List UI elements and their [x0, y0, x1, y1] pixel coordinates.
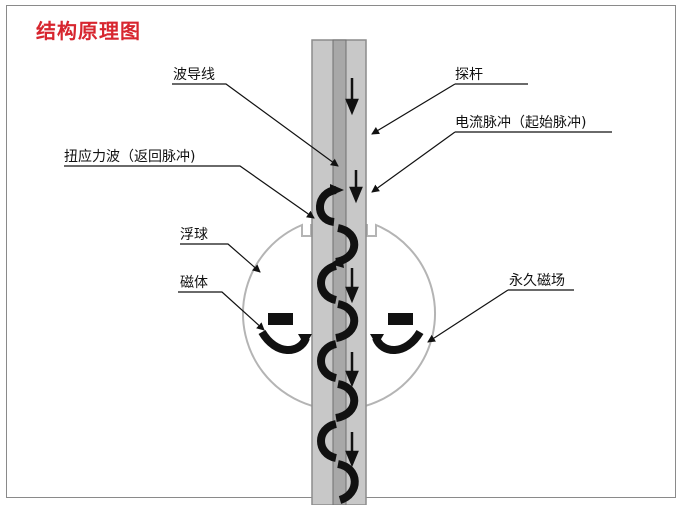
- spiral-arrowheads: [330, 184, 344, 268]
- permanent-field-label: 永久磁场: [509, 273, 565, 289]
- probe-label: 探杆: [455, 67, 483, 83]
- leader-lines: [64, 83, 612, 342]
- left-field-arrowhead: [298, 334, 312, 346]
- torsional-wave-label: 扭应力波（返回脉冲): [64, 149, 196, 165]
- current-pulse-label: 电流脉冲（起始脉冲): [455, 115, 587, 131]
- waveguide-label: 波导线: [173, 67, 215, 83]
- magnet-label: 磁体: [180, 275, 208, 291]
- page-title: 结构原理图: [36, 19, 141, 43]
- right-magnet: [388, 313, 413, 325]
- torsional-wave-spiral: [316, 186, 359, 504]
- left-magnet: [268, 313, 293, 325]
- current-pulse-arrows: [345, 78, 363, 468]
- right-field-arrowhead: [370, 334, 384, 346]
- waveguide-wire: [332, 39, 347, 505]
- float-ball-label: 浮球: [180, 227, 208, 243]
